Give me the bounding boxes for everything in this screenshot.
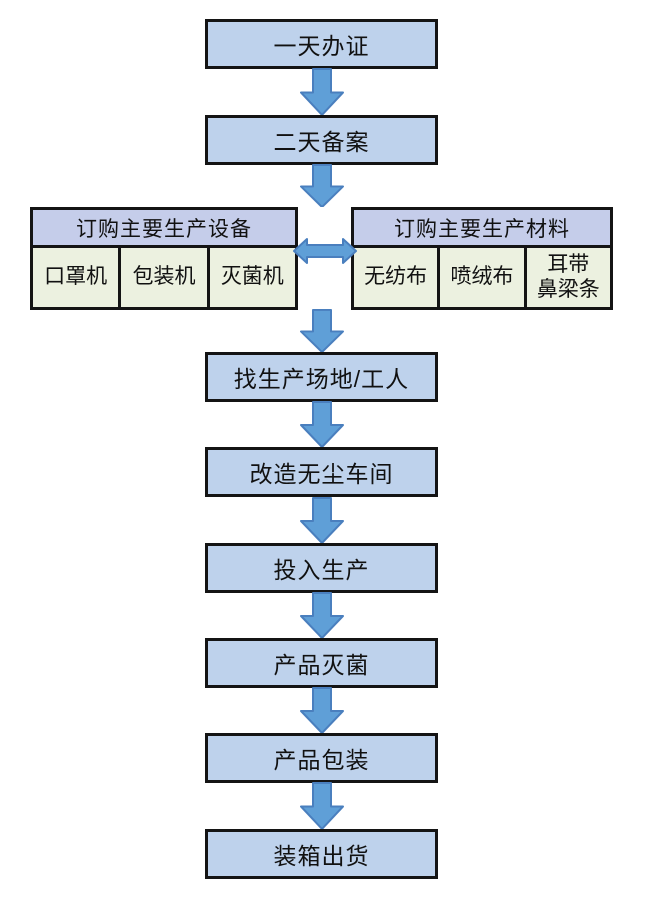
flow-step-filing: 二天备案 bbox=[205, 115, 438, 165]
equipment-table-header: 订购主要生产设备 bbox=[33, 210, 295, 248]
flow-step-label: 产品灭菌 bbox=[273, 652, 370, 678]
flow-step-packaging: 产品包装 bbox=[205, 733, 438, 783]
equipment-cell: 包装机 bbox=[118, 248, 207, 307]
down-arrow-icon bbox=[300, 782, 344, 830]
flow-step-label: 找生产场地/工人 bbox=[233, 366, 410, 392]
equipment-cell: 灭菌机 bbox=[206, 248, 295, 307]
flow-step-cleanroom: 改造无尘车间 bbox=[205, 447, 438, 497]
flow-step-label: 二天备案 bbox=[273, 129, 370, 155]
flow-step-label: 投入生产 bbox=[273, 557, 370, 583]
down-arrow-icon bbox=[300, 497, 344, 544]
double-arrow-icon bbox=[293, 238, 357, 264]
flow-step-permit: 一天办证 bbox=[205, 19, 438, 69]
flow-step-site-workers: 找生产场地/工人 bbox=[205, 352, 438, 402]
flow-step-production: 投入生产 bbox=[205, 543, 438, 593]
materials-cell: 耳带 鼻梁条 bbox=[523, 248, 610, 307]
connector-gap bbox=[301, 207, 348, 310]
materials-table: 订购主要生产材料 无纺布 喷绒布 耳带 鼻梁条 bbox=[351, 207, 613, 310]
down-arrow-icon bbox=[300, 592, 344, 639]
equipment-cell: 口罩机 bbox=[33, 248, 119, 307]
flow-step-label: 改造无尘车间 bbox=[249, 461, 394, 487]
down-arrow-icon bbox=[300, 687, 344, 734]
flow-step-label: 一天办证 bbox=[273, 33, 370, 59]
equipment-table-body: 口罩机 包装机 灭菌机 bbox=[33, 248, 295, 307]
flow-step-label: 产品包装 bbox=[273, 747, 370, 773]
flow-step-sterilize: 产品灭菌 bbox=[205, 638, 438, 688]
flow-step-label: 装箱出货 bbox=[273, 843, 370, 869]
equipment-table: 订购主要生产设备 口罩机 包装机 灭菌机 bbox=[30, 207, 298, 310]
flow-step-shipping: 装箱出货 bbox=[205, 829, 438, 879]
down-arrow-icon bbox=[300, 68, 344, 116]
down-arrow-icon bbox=[300, 401, 344, 448]
down-arrow-icon bbox=[300, 309, 344, 353]
materials-cell: 无纺布 bbox=[354, 248, 438, 307]
materials-table-header: 订购主要生产材料 bbox=[354, 210, 610, 248]
materials-table-body: 无纺布 喷绒布 耳带 鼻梁条 bbox=[354, 248, 610, 307]
down-arrow-icon bbox=[300, 164, 344, 208]
materials-cell: 喷绒布 bbox=[437, 248, 524, 307]
